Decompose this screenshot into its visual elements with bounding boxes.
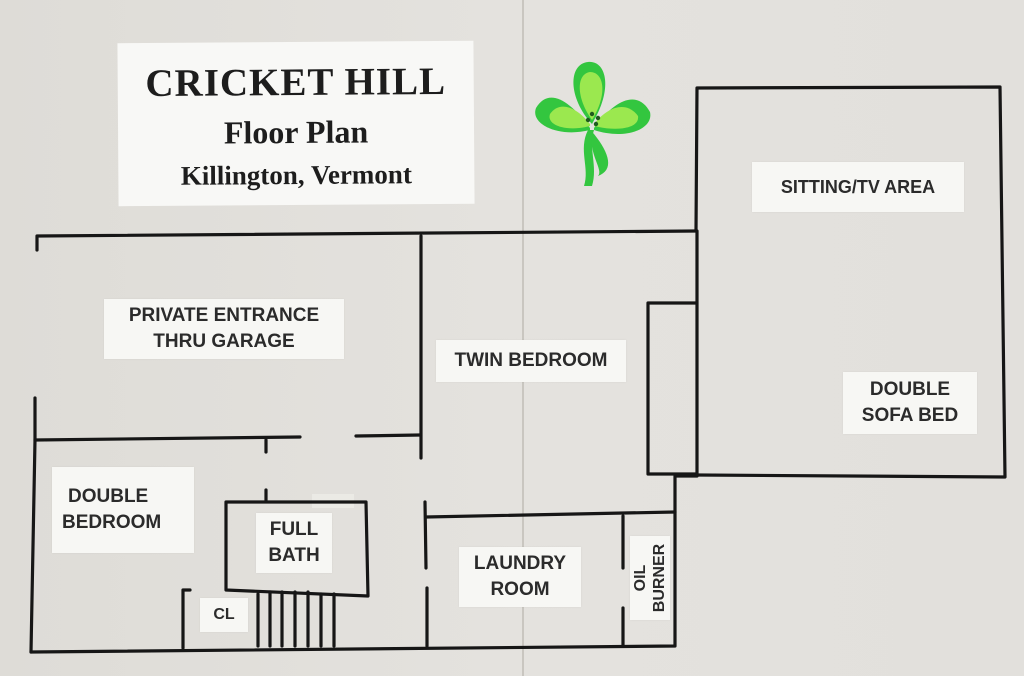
plan-location: Killington, Vermont (180, 159, 412, 191)
wall-sofa-alcove (646, 229, 699, 476)
wall-laundry-top (424, 510, 677, 519)
plan-title: CRICKET HILL (145, 59, 447, 106)
label-text: OIL (632, 564, 649, 592)
wall-top-left (35, 229, 698, 252)
label-double-sofa-bed: DOUBLE SOFA BED (843, 372, 977, 434)
label-text: BURNER (651, 543, 668, 613)
label-text: FULL (269, 519, 319, 540)
label-text: DOUBLE (869, 379, 951, 400)
label-text: DOUBLE (68, 486, 149, 507)
stairs (256, 590, 336, 648)
label-text: CL (213, 606, 235, 623)
label-laundry-room: LAUNDRY ROOM (459, 547, 581, 607)
label-twin-bedroom: TWIN BEDROOM (436, 340, 626, 382)
wall-full-bath (224, 500, 370, 598)
wall-left-outer (29, 396, 37, 654)
wall-hall (423, 500, 429, 648)
label-text: SOFA BED (861, 405, 959, 426)
label-full-bath: FULL BATH (256, 513, 332, 573)
plan-subtitle: Floor Plan (223, 113, 369, 151)
label-text: BATH (268, 545, 320, 566)
label-text: LAUNDRY (473, 553, 567, 574)
label-double-bedroom: DOUBLE BEDROOM (52, 467, 194, 553)
title-card: CRICKET HILL Floor Plan Killington, Verm… (117, 40, 475, 207)
board-fold (522, 0, 524, 676)
label-closet: CL (200, 598, 248, 632)
label-text: PRIVATE ENTRANCE (128, 305, 320, 326)
label-sitting-tv-area: SITTING/TV AREA (752, 162, 964, 212)
wall-sitting-room (694, 85, 1007, 479)
label-oil-burner: OIL BURNER (630, 536, 670, 620)
label-text: THRU GARAGE (153, 331, 295, 352)
wall-garage-divider (33, 433, 422, 442)
wall-bottom (29, 474, 699, 654)
label-text: BEDROOM (62, 512, 162, 533)
label-private-entrance: PRIVATE ENTRANCE THRU GARAGE (104, 299, 344, 359)
shamrock-icon (535, 61, 651, 186)
label-text: ROOM (490, 579, 550, 600)
wall-closet (181, 588, 192, 650)
label-text: TWIN BEDROOM (454, 350, 608, 371)
label-text: SITTING/TV AREA (780, 177, 936, 197)
